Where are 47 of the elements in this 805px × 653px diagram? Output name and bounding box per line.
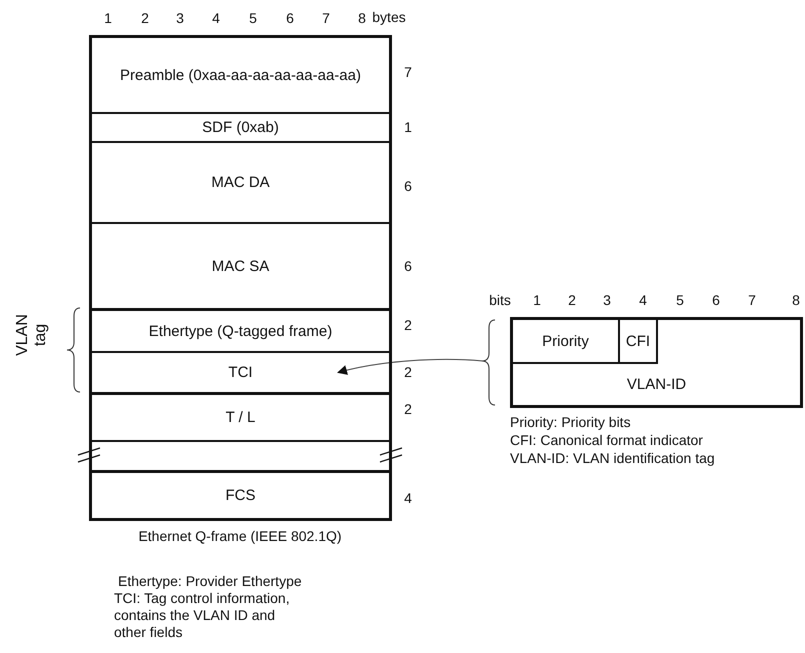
label: Ethernet Q-frame (IEEE 802.1Q) — [138, 528, 342, 545]
label: bytes — [372, 9, 406, 26]
label: 7 — [322, 10, 330, 27]
label: 2 — [404, 364, 412, 381]
note-text: VLAN-ID: VLAN identification tag — [510, 450, 715, 467]
label: 6 — [286, 10, 294, 27]
label: 3 — [176, 10, 184, 27]
frame-field: SDF (0xab) — [89, 112, 392, 141]
label: 4 — [404, 490, 412, 507]
label: 2 — [568, 292, 576, 309]
label: 2 — [404, 401, 412, 418]
label: 1 — [404, 119, 412, 136]
label: 4 — [212, 10, 220, 27]
arrow — [337, 358, 484, 376]
label: 2 — [141, 10, 149, 27]
label: 7 — [748, 292, 756, 309]
frame-field: MAC SA — [89, 222, 392, 308]
note-text: Ethertype: Provider Ethertype — [118, 573, 302, 590]
label: 2 — [404, 317, 412, 334]
frame-field: Preamble (0xaa-aa-aa-aa-aa-aa-aa) — [89, 35, 392, 112]
bit-field: VLAN-ID — [513, 364, 800, 405]
label: 6 — [712, 292, 720, 309]
bit-field: Priority — [513, 320, 620, 364]
frame-field: TCI — [89, 351, 392, 392]
bit-field: CFI — [620, 320, 658, 364]
label: 1 — [104, 10, 112, 27]
note-text: Priority: Priority bits — [510, 414, 631, 431]
label: 6 — [404, 178, 412, 195]
frame-field: Ethertype (Q-tagged frame) — [89, 308, 392, 351]
label: 8 — [792, 292, 800, 309]
blank-field-box — [510, 317, 803, 408]
label: 3 — [603, 292, 611, 309]
label: 4 — [639, 292, 647, 309]
label: 7 — [404, 64, 412, 81]
label: 6 — [404, 258, 412, 275]
side-label: VLAN tag — [14, 313, 50, 357]
label: 1 — [533, 292, 541, 309]
frame-field: FCS — [89, 470, 392, 521]
frame-field: T / L — [89, 392, 392, 440]
label: 8 — [358, 10, 366, 27]
label: 5 — [676, 292, 684, 309]
label: 5 — [249, 10, 257, 27]
blank-field-box — [89, 440, 392, 470]
label: bits — [489, 292, 511, 309]
frame-field: MAC DA — [89, 141, 392, 222]
note-text: CFI: Canonical format indicator — [510, 432, 703, 449]
note-text: TCI: Tag control information, contains the VLAN ID and other fields — [114, 590, 291, 641]
